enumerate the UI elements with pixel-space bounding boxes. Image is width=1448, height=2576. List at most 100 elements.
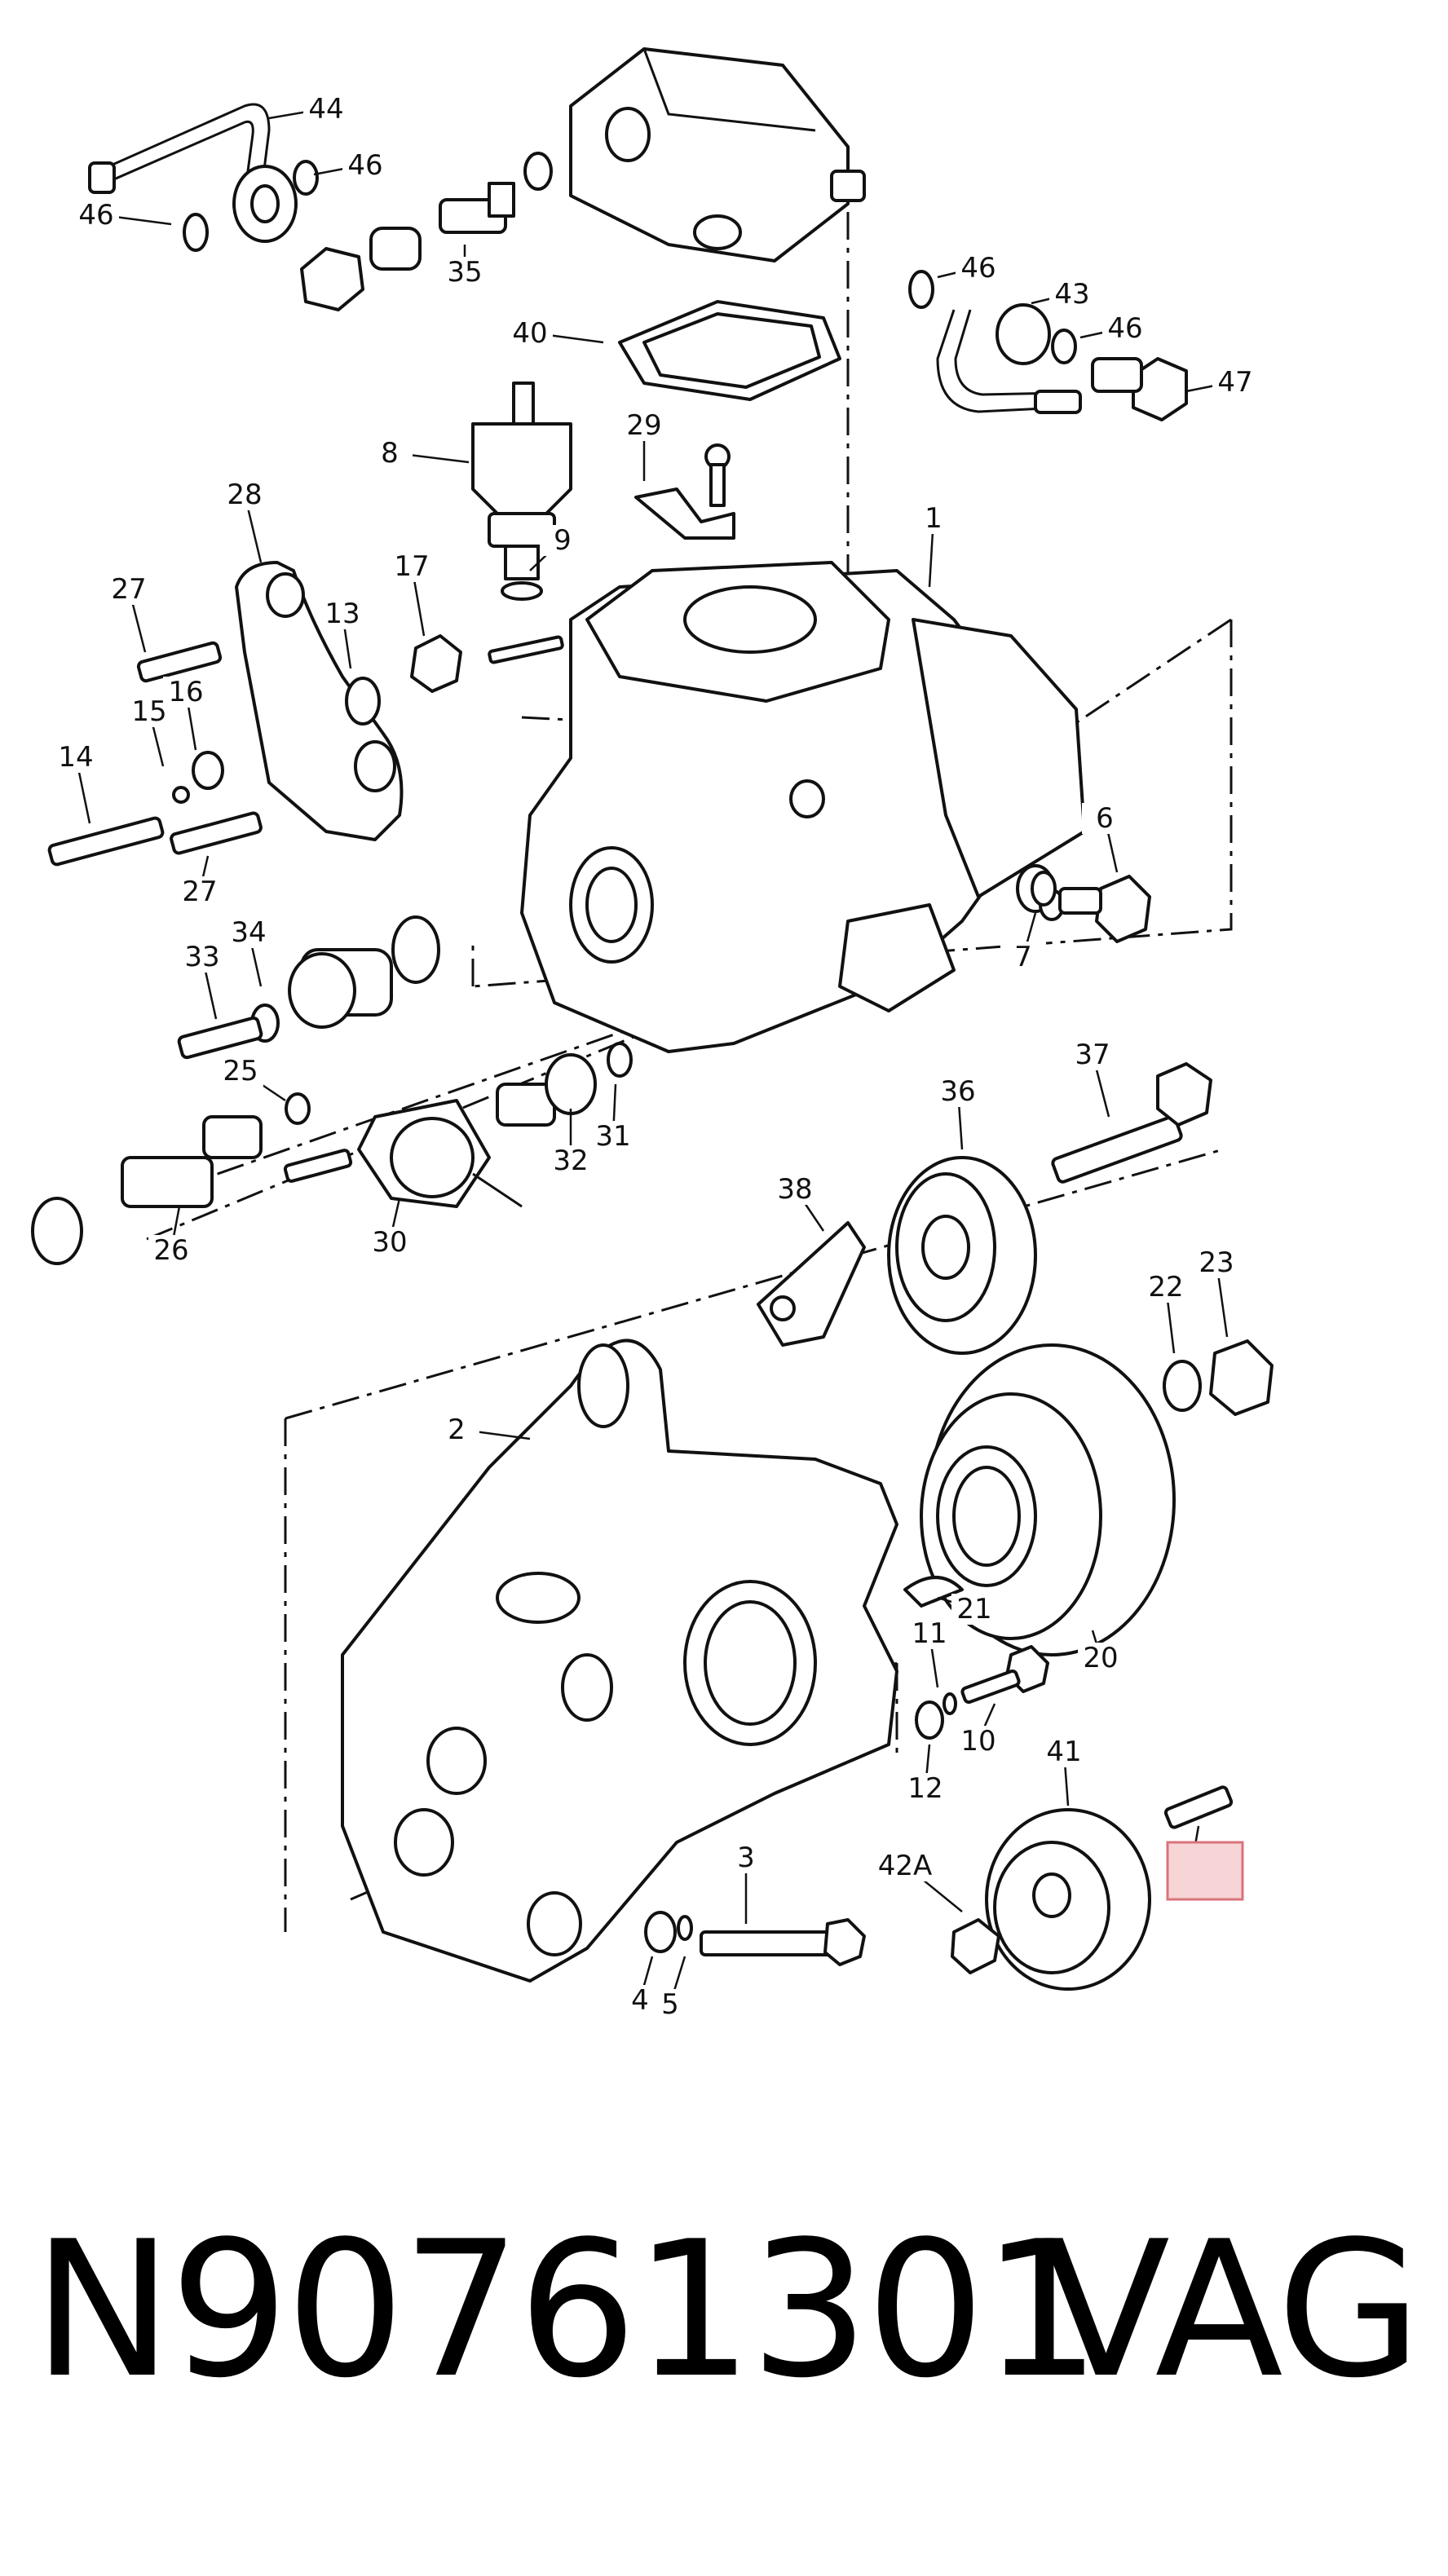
callout-label-22: 22 xyxy=(1148,1271,1183,1303)
callout-bg-16 xyxy=(163,677,209,708)
callout-label-28: 28 xyxy=(227,479,262,511)
callout-label-35: 35 xyxy=(447,256,482,289)
callout-bg-29 xyxy=(621,410,667,441)
callout-bg-20 xyxy=(1078,1643,1124,1674)
callout-bg-33 xyxy=(179,942,225,973)
callout-bg-31 xyxy=(590,1121,636,1152)
toothed-sprocket xyxy=(920,1343,1176,1656)
callout-label-32: 32 xyxy=(553,1145,588,1177)
callout-label-8: 8 xyxy=(381,437,399,470)
callout-bg-34 xyxy=(226,917,272,948)
timing-device-parts xyxy=(31,915,633,1265)
callout-label-31: 31 xyxy=(595,1120,630,1153)
nut-and-washer xyxy=(1163,1339,1274,1416)
callout-label-1: 1 xyxy=(925,502,943,535)
callout-label-26: 26 xyxy=(153,1234,188,1267)
fuel-line-assembly-top-left xyxy=(88,103,319,252)
callout-bg-27a xyxy=(106,574,152,605)
callout-bg-35 xyxy=(442,257,488,288)
gasket xyxy=(618,300,841,401)
callout-bg-14 xyxy=(53,742,99,773)
callout-bg-8 xyxy=(367,438,413,469)
callout-bg-1 xyxy=(911,503,956,534)
callout-bg-12 xyxy=(903,1773,948,1804)
callout-bg-25 xyxy=(218,1056,263,1087)
callout-bg-22 xyxy=(1143,1272,1189,1303)
callout-label-20: 20 xyxy=(1083,1642,1118,1674)
callout-label-43: 43 xyxy=(1054,278,1089,311)
callout-bg-2 xyxy=(434,1414,479,1445)
callout-bg-46a xyxy=(342,150,388,181)
callout-bg-46d xyxy=(1102,313,1148,344)
pressure-valve-assembly xyxy=(300,152,553,311)
callout-bg-38 xyxy=(772,1174,818,1205)
callout-label-44: 44 xyxy=(308,93,343,126)
callout-bg-17 xyxy=(389,551,435,582)
tensioner-roller xyxy=(887,1062,1212,1355)
callout-label-13: 13 xyxy=(324,598,360,630)
callout-bg-44 xyxy=(303,94,349,125)
callout-label-29: 29 xyxy=(626,409,661,442)
brand-text: VAG xyxy=(1041,2202,1422,2419)
callout-bg-27b xyxy=(177,876,223,907)
callout-label-27a: 27 xyxy=(111,573,146,606)
callout-label-17: 17 xyxy=(394,550,429,583)
callout-label-15: 15 xyxy=(131,695,166,728)
callout-label-21: 21 xyxy=(956,1593,991,1625)
callout-bg-42A xyxy=(882,1850,928,1881)
highlighted-callout-box xyxy=(1166,1841,1244,1901)
callout-label-23: 23 xyxy=(1199,1246,1234,1279)
callout-label-6: 6 xyxy=(1096,802,1114,835)
callout-label-4: 4 xyxy=(631,1984,649,2017)
bracket-clip xyxy=(634,443,735,540)
bolt-washer-set-bottom xyxy=(644,1911,866,1966)
pump-head-cover xyxy=(569,47,866,262)
callout-label-27b: 27 xyxy=(182,876,217,908)
callout-labels: 4446463540464346478292819271713151614276… xyxy=(53,93,1258,2021)
callout-label-46b: 46 xyxy=(78,199,113,232)
bolts-left-side xyxy=(47,634,564,867)
callout-bg-30 xyxy=(367,1227,413,1258)
callout-label-16: 16 xyxy=(168,676,203,708)
callout-label-9: 9 xyxy=(554,524,572,557)
callout-bg-40 xyxy=(507,318,553,349)
callout-label-41: 41 xyxy=(1046,1736,1081,1768)
callout-bg-47 xyxy=(1212,367,1258,398)
callout-bg-9 xyxy=(540,525,585,556)
bolt-washer-set-right xyxy=(915,1645,1049,1740)
callout-bg-6 xyxy=(1082,803,1128,834)
callout-label-30: 30 xyxy=(372,1226,407,1259)
callout-label-37: 37 xyxy=(1075,1039,1110,1071)
callout-label-11: 11 xyxy=(912,1617,947,1650)
callout-label-36: 36 xyxy=(940,1075,975,1108)
callout-bg-46c xyxy=(956,253,1001,284)
callout-bg-43 xyxy=(1049,279,1095,310)
callout-label-2: 2 xyxy=(448,1414,466,1446)
callout-bg-7 xyxy=(1000,942,1046,973)
link-arm xyxy=(235,561,404,841)
callout-label-34: 34 xyxy=(231,916,266,949)
callout-bg-41 xyxy=(1041,1736,1087,1767)
callout-label-42A: 42A xyxy=(878,1850,933,1882)
injection-pump-body xyxy=(520,561,1086,1053)
callout-label-14: 14 xyxy=(58,741,93,774)
stop-solenoid xyxy=(471,382,572,601)
callout-bg-36 xyxy=(935,1076,981,1107)
callout-bg-13 xyxy=(320,598,365,629)
idler-pulley-assembly xyxy=(951,1785,1234,1991)
callout-label-38: 38 xyxy=(777,1173,812,1206)
callout-bg-32 xyxy=(548,1145,594,1176)
return-line-assembly xyxy=(908,270,1188,421)
woodruff-key xyxy=(903,1576,964,1608)
callout-label-5: 5 xyxy=(661,1988,679,2021)
callout-bg-23 xyxy=(1194,1247,1239,1278)
callout-bg-28 xyxy=(222,479,267,510)
pump-mounting-bracket xyxy=(341,1339,898,1983)
callout-bg-3 xyxy=(723,1842,769,1873)
callout-label-46c: 46 xyxy=(960,252,996,285)
callout-label-7: 7 xyxy=(1014,941,1032,973)
callout-label-12: 12 xyxy=(907,1772,943,1805)
callout-bg-26 xyxy=(148,1235,194,1266)
callout-bg-21 xyxy=(951,1594,997,1625)
callout-label-3: 3 xyxy=(737,1842,755,1874)
